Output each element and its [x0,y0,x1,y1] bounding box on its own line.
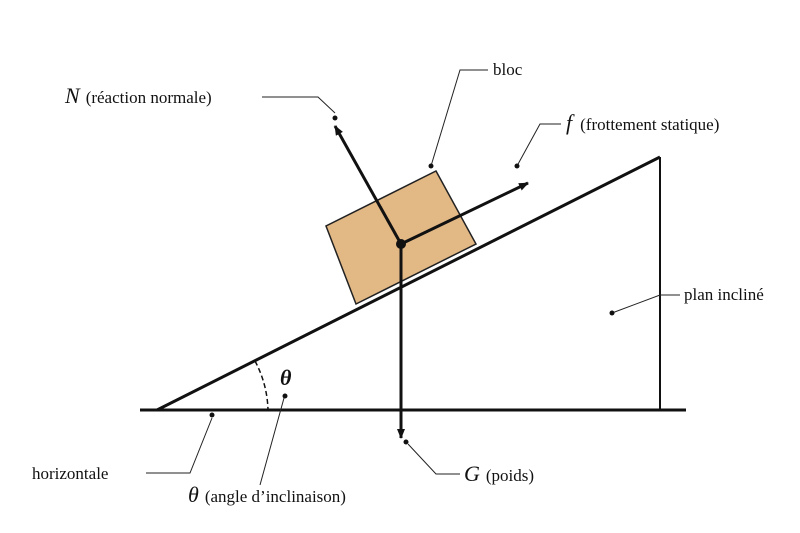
leader-block [430,69,488,167]
friction-label: f(frottement statique) [566,110,719,135]
horizontal-label: horizontale [32,464,108,483]
leader-block-dot [428,163,434,169]
leader-friction [516,123,561,167]
weight-label: G(poids) [464,461,534,486]
angle-label: θ(angle d’inclinaison) [188,482,346,507]
block [325,170,478,306]
leader-incline [611,294,680,314]
leader-weight [407,443,460,475]
friction-force-arrow [400,181,529,246]
leader-angle-dot [282,393,288,399]
angle-arc [254,360,269,411]
leader-angle [259,397,285,486]
leader-friction-dot [514,163,520,169]
normal-label: N(réaction normale) [64,83,212,108]
leader-horizontal [146,417,213,474]
leader-incline-dot [609,310,615,316]
center-of-mass-dot [396,239,406,249]
leader-weight-dot [403,439,409,445]
leader-normal [262,96,336,114]
block-label: bloc [493,60,523,79]
angle-mark-label: θ [280,365,292,390]
incline-label: plan incliné [684,285,764,304]
leader-horizontal-dot [209,412,215,418]
incline-surface [156,155,661,412]
leader-normal-dot [332,115,338,121]
normal-force-arrow [333,125,403,245]
